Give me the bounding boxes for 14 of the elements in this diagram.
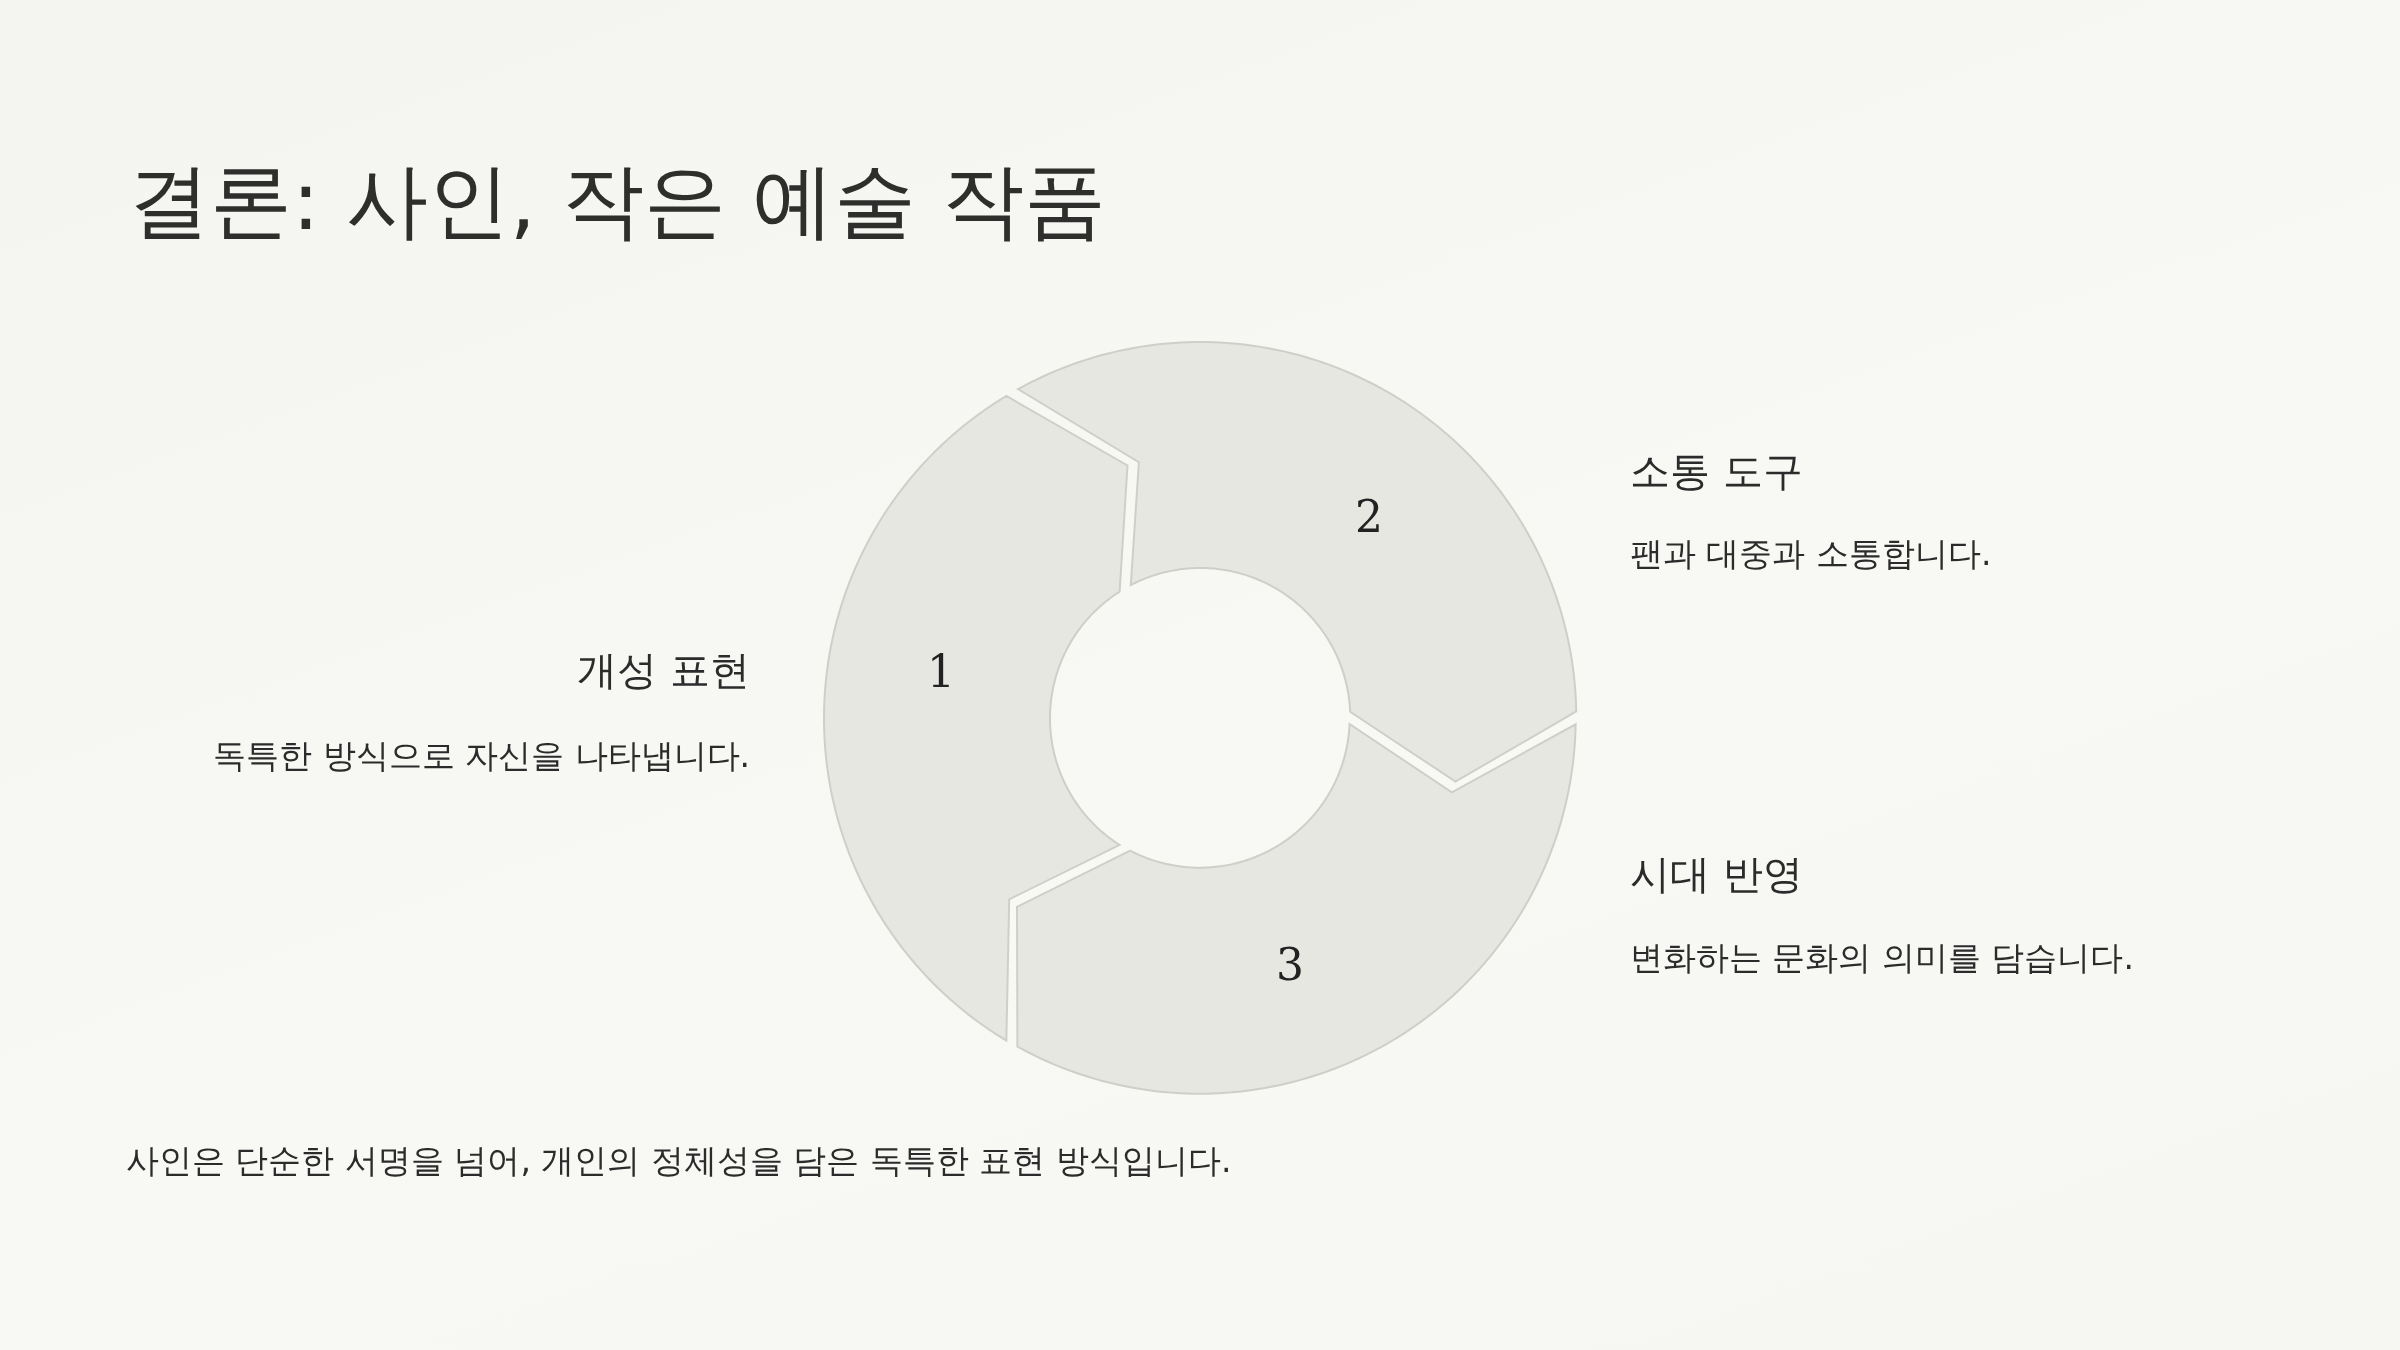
arrow-segment <box>1015 340 1578 784</box>
step-description: 변화하는 문화의 의미를 담습니다. <box>1630 936 2134 979</box>
step-description: 독특한 방식으로 자신을 나타냅니다. <box>213 734 750 777</box>
step-number: 1 <box>927 650 955 695</box>
step-heading: 소통 도구 <box>1630 447 1803 495</box>
step-description: 팬과 대중과 소통합니다. <box>1630 532 1992 575</box>
step-heading: 개성 표현 <box>577 646 750 694</box>
caption-text: 사인은 단순한 서명을 넘어, 개인의 정체성을 담은 독특한 표현 방식입니다. <box>126 1140 1232 1182</box>
step-heading: 시대 반영 <box>1630 850 1803 898</box>
step-number: 2 <box>1355 494 1384 539</box>
step-number: 3 <box>1275 943 1304 988</box>
slide-title: 결론: 사인, 작은 예술 작품 <box>128 152 1106 250</box>
arrow-segment <box>822 393 1130 1043</box>
arrow-segment <box>1015 722 1578 1096</box>
